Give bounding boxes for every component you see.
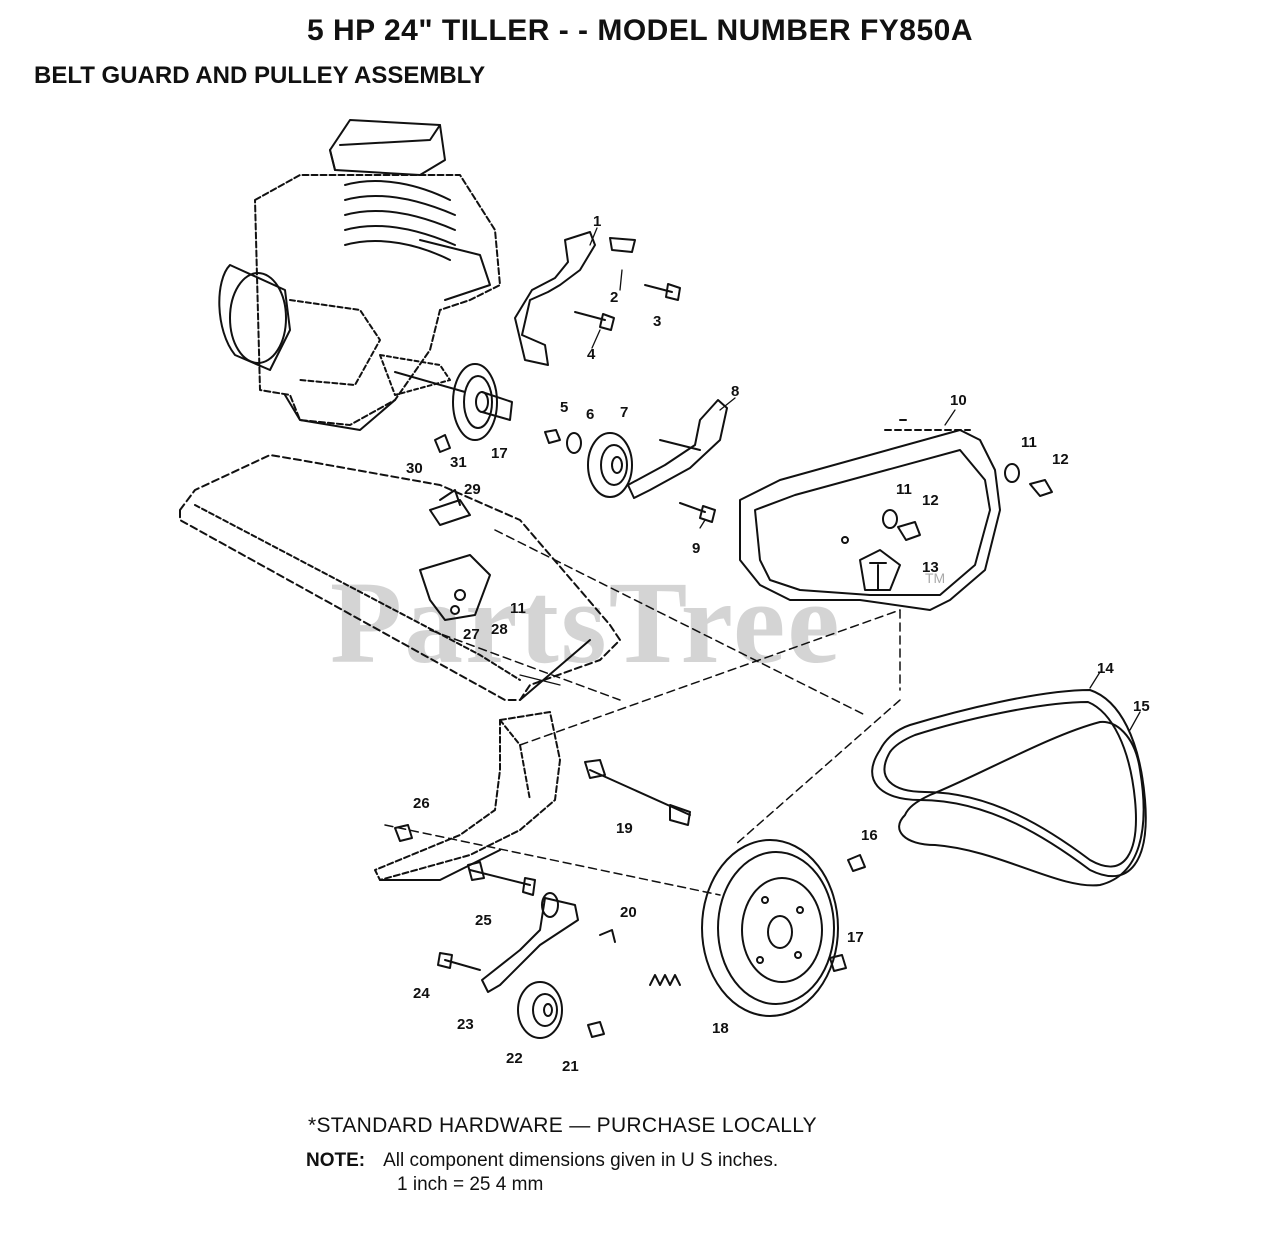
callout-24: 24 bbox=[413, 985, 430, 1002]
callout-27: 27 bbox=[463, 626, 480, 643]
assembly-subtitle: BELT GUARD AND PULLEY ASSEMBLY bbox=[34, 62, 486, 89]
callout-9: 9 bbox=[692, 540, 700, 557]
callout-20: 20 bbox=[620, 904, 637, 921]
callout-13: 13 bbox=[922, 559, 939, 576]
tiller-frame bbox=[179, 454, 621, 701]
callout-18: 18 bbox=[712, 1020, 729, 1037]
callout-5: 5 bbox=[560, 399, 568, 416]
part-8-idler-arm bbox=[627, 399, 728, 499]
part-11-washer bbox=[882, 463, 1020, 529]
note-text: All component dimensions given in U S in… bbox=[383, 1150, 779, 1171]
callout-22: 22 bbox=[506, 1050, 523, 1067]
part-1-bracket bbox=[514, 231, 636, 366]
leader-lines bbox=[384, 529, 901, 896]
callout-19: 19 bbox=[616, 820, 633, 837]
callout-labels: 1 2 3 4 5 6 7 8 9 10 11 12 11 12 13 14 1… bbox=[406, 213, 1150, 1075]
part-25-spacer bbox=[467, 861, 536, 896]
part-26-nut bbox=[394, 824, 413, 842]
part-12-nut bbox=[897, 479, 1053, 541]
exploded-parts-diagram: 1 2 3 4 5 6 7 8 9 10 11 12 11 12 13 14 1… bbox=[179, 119, 1150, 1075]
callout-25: 25 bbox=[475, 912, 492, 929]
callout-26: 26 bbox=[413, 795, 430, 812]
note-label: NOTE: bbox=[306, 1150, 366, 1171]
callout-21: 21 bbox=[562, 1058, 579, 1075]
standard-hardware-note: *STANDARD HARDWARE — PURCHASE LOCALLY bbox=[308, 1114, 817, 1137]
trademark-mark: TM bbox=[925, 570, 946, 586]
part-18-drive-pulley bbox=[701, 839, 839, 1017]
callout-15: 15 bbox=[1133, 698, 1150, 715]
callout-17b: 17 bbox=[491, 445, 508, 462]
callout-28: 28 bbox=[491, 621, 508, 638]
callout-12a: 12 bbox=[1052, 451, 1069, 468]
spring bbox=[649, 974, 681, 986]
part-16-setscrew bbox=[847, 854, 866, 872]
callout-31: 31 bbox=[450, 454, 467, 471]
callout-10: 10 bbox=[950, 392, 967, 409]
callout-11b: 11 bbox=[896, 481, 912, 498]
part-24-bolt bbox=[437, 952, 481, 971]
part-3-bolt bbox=[644, 283, 681, 301]
part-5-nut bbox=[544, 429, 561, 444]
lower-frame-bracket bbox=[374, 711, 561, 881]
callout-4: 4 bbox=[587, 346, 596, 363]
callout-3: 3 bbox=[653, 313, 661, 330]
dimensions-note: NOTE: All component dimensions given in U… bbox=[306, 1150, 778, 1172]
callout-7: 7 bbox=[620, 404, 628, 421]
part-20-clip bbox=[599, 929, 616, 943]
callout-29: 29 bbox=[464, 481, 481, 498]
callout-11a: 11 bbox=[1021, 434, 1037, 451]
part-7-idler-pulley bbox=[587, 432, 633, 498]
part-19-rod bbox=[584, 759, 691, 826]
callout-14: 14 bbox=[1097, 660, 1114, 677]
part-6-washer bbox=[566, 432, 582, 454]
engine-drawing bbox=[218, 119, 501, 431]
callout-12b: 12 bbox=[922, 492, 939, 509]
callout-leaders bbox=[519, 227, 1141, 731]
callout-2: 2 bbox=[610, 289, 618, 306]
part-10-belt-guard bbox=[739, 419, 1001, 611]
callout-16: 16 bbox=[861, 827, 878, 844]
callout-23: 23 bbox=[457, 1016, 474, 1033]
conversion-note: 1 inch = 25 4 mm bbox=[397, 1174, 544, 1195]
callout-6: 6 bbox=[586, 406, 594, 423]
part-14-belt bbox=[871, 689, 1147, 877]
callout-8: 8 bbox=[731, 383, 739, 400]
part-23-idler-arm bbox=[481, 892, 579, 993]
part-9-bolt bbox=[679, 502, 716, 523]
diagram-title: 5 HP 24" TILLER - - MODEL NUMBER FY850A bbox=[306, 14, 974, 47]
part-30-setscrew bbox=[434, 434, 451, 453]
part-17-key bbox=[829, 954, 847, 972]
callout-11c: 11 bbox=[510, 600, 526, 617]
part-21-nut bbox=[587, 1021, 605, 1038]
part-22-idler-pulley bbox=[517, 981, 563, 1039]
part-13-bolt bbox=[869, 562, 887, 591]
part-15-belt bbox=[898, 720, 1145, 887]
callout-30: 30 bbox=[406, 460, 423, 477]
part-4-bolt bbox=[574, 311, 615, 331]
callout-1: 1 bbox=[593, 213, 601, 230]
part-31-engine-pulley bbox=[394, 363, 513, 441]
callout-17: 17 bbox=[847, 929, 864, 946]
